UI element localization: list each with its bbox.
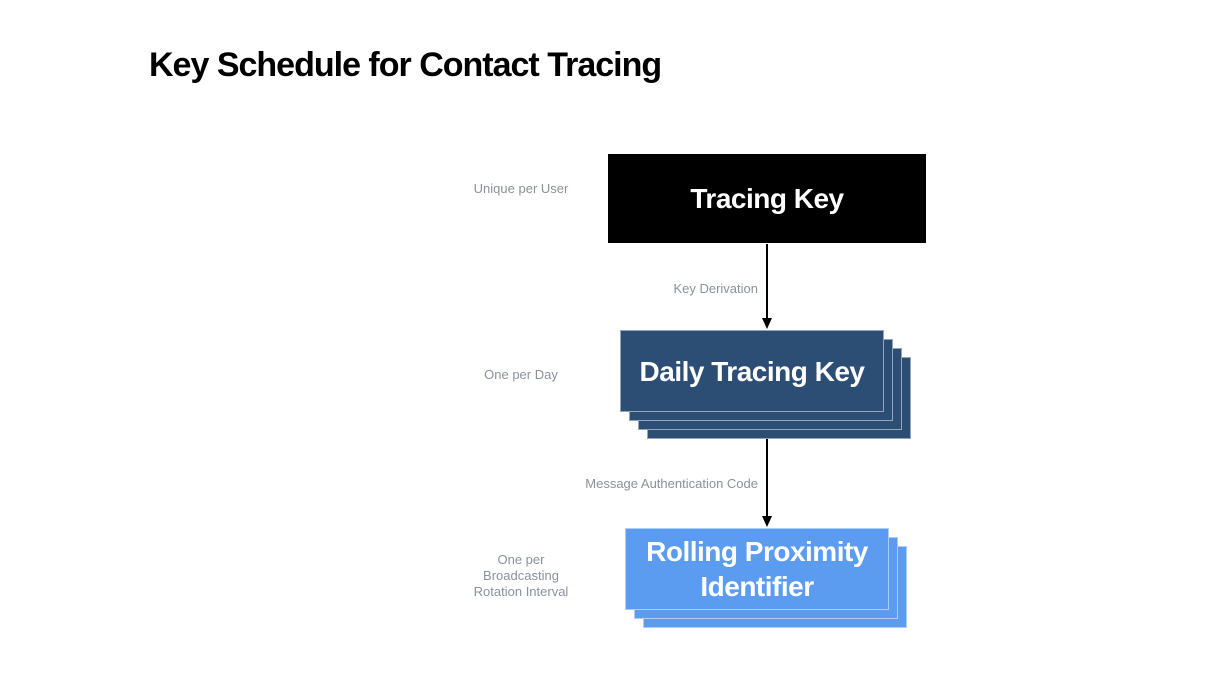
node-daily-tracing-key-label: Daily Tracing Key xyxy=(639,355,865,387)
side-label-tracing-key: Unique per User xyxy=(473,181,569,196)
node-rolling-proximity-identifier-label: Rolling Proximity Identifier xyxy=(646,536,868,602)
node-tracing-key-label: Tracing Key xyxy=(690,183,844,214)
side-label-daily-tracing-key: One per Day xyxy=(484,367,558,382)
node-rolling-proximity-identifier: Rolling Proximity Identifier xyxy=(625,528,908,629)
arrow-down-icon xyxy=(762,516,772,527)
node-tracing-key: Tracing Key xyxy=(608,154,926,243)
side-label-rolling-proximity-identifier: One per Broadcasting Rotation Interval xyxy=(473,552,569,599)
diagram-title: Key Schedule for Contact Tracing xyxy=(149,46,662,84)
stack-card-front: Rolling Proximity Identifier xyxy=(625,528,889,610)
arrow-key-derivation-line xyxy=(766,244,768,320)
edge-label-key-derivation: Key Derivation xyxy=(673,281,758,296)
arrow-message-authentication-code-line xyxy=(766,439,768,517)
node-daily-tracing-key: Daily Tracing Key xyxy=(620,330,912,440)
edge-label-message-authentication-code: Message Authentication Code xyxy=(585,476,758,491)
arrow-down-icon xyxy=(762,318,772,329)
stack-card-front: Daily Tracing Key xyxy=(620,330,884,412)
